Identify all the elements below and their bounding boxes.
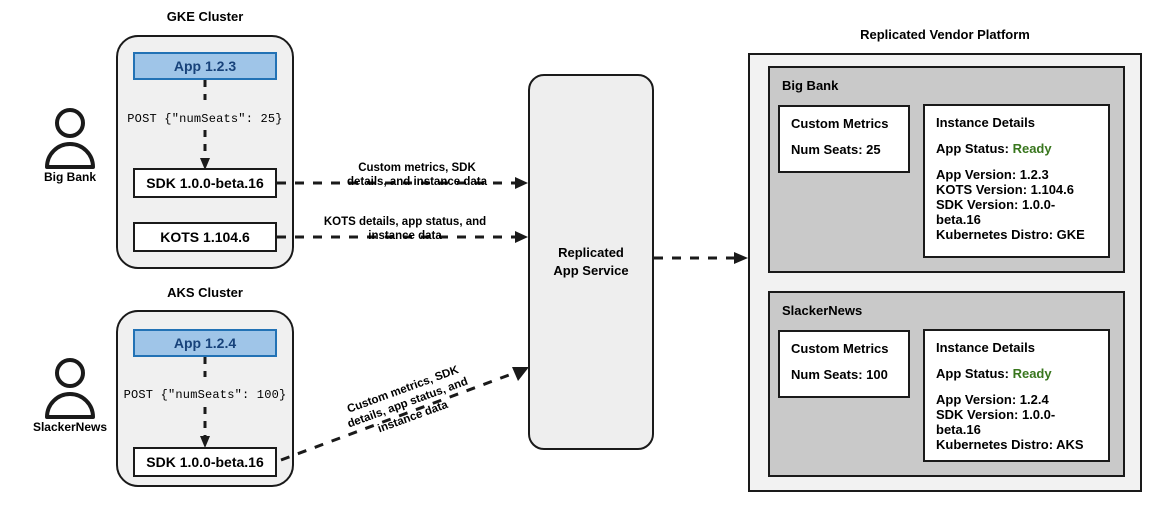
gke-sdk-connector [277,177,528,189]
gke-app-to-sdk-arrow [200,80,210,170]
kots-version-row: KOTS Version: 1.104.6 [936,182,1075,197]
actor-label: SlackerNews [32,420,108,434]
aks-sdk-connector [280,367,529,462]
status-badge: Ready [1012,366,1052,381]
actor-label: Big Bank [43,170,96,184]
app-status-label: App Status: [936,366,1009,381]
kubernetes-distro-row: Kubernetes Distro: GKE [936,227,1085,242]
aks-post-label: POST {"numSeats": 100} [123,388,287,402]
big-bank-custom-metrics-card: Custom Metrics Num Seats: 25 [778,105,910,173]
tenant-name: Big Bank [782,78,839,93]
replicated-app-service-box[interactable]: Replicated App Service [528,74,654,450]
service-to-platform-connector [654,252,748,264]
sdk-version-row: SDK Version: 1.0.0-beta.16 [936,197,1056,227]
aks-app-box[interactable]: App 1.2.4 [133,329,277,357]
gke-kots-label: KOTS 1.104.6 [160,229,250,245]
card-header: Custom Metrics [791,341,889,356]
person-icon [45,358,95,419]
aks-sdk-box[interactable]: SDK 1.0.0-beta.16 [133,447,277,477]
sdk-version-row: SDK Version: 1.0.0-beta.16 [936,407,1056,437]
platform-title: Replicated Vendor Platform [860,27,1030,42]
kubernetes-distro-row: Kubernetes Distro: AKS [936,437,1084,452]
card-header: Instance Details [936,115,1035,130]
aks-app-label: App 1.2.4 [173,335,237,351]
gke-kots-box[interactable]: KOTS 1.104.6 [133,222,277,252]
gke-sdk-label: SDK 1.0.0-beta.16 [146,175,264,191]
gke-app-label: App 1.2.3 [173,58,237,74]
tenant-name: SlackerNews [782,303,863,318]
gke-app-box[interactable]: App 1.2.3 [133,52,277,80]
app-version-row: App Version: 1.2.3 [936,167,1049,182]
service-title-line1: Replicated [558,245,624,261]
big-bank-instance-details-card: Instance Details App Status: Ready App V… [923,104,1110,258]
app-version-row: App Version: 1.2.4 [936,392,1049,407]
num-seats-value: Num Seats: 100 [791,367,888,382]
service-title-line2: App Service [553,263,629,278]
gke-cluster-title: GKE Cluster [166,9,244,24]
aks-cluster-title: AKS Cluster [167,285,243,300]
gke-post-label: POST {"numSeats": 25} [127,112,283,126]
gke-kots-edge-label: KOTS details, app status, and instance d… [323,216,487,243]
person-icon [45,108,95,169]
app-status-row: App Status: Ready [936,141,1097,156]
gke-sdk-edge-label: Custom metrics, SDK details, and instanc… [347,162,487,189]
slackernews-instance-details-card: Instance Details App Status: Ready App V… [923,329,1110,462]
slackernews-custom-metrics-card: Custom Metrics Num Seats: 100 [778,330,910,398]
num-seats-value: Num Seats: 25 [791,142,881,157]
gke-kots-connector [277,231,528,243]
card-header: Custom Metrics [791,116,889,131]
gke-sdk-box[interactable]: SDK 1.0.0-beta.16 [133,168,277,198]
aks-app-to-sdk-arrow [200,357,210,448]
aks-sdk-label: SDK 1.0.0-beta.16 [146,454,264,470]
actor-big-bank: Big Bank [22,108,118,184]
actor-slackernews: SlackerNews [14,358,126,434]
app-status-row: App Status: Ready [936,366,1097,381]
app-status-label: App Status: [936,141,1009,156]
status-badge: Ready [1012,141,1052,156]
card-header: Instance Details [936,340,1035,355]
